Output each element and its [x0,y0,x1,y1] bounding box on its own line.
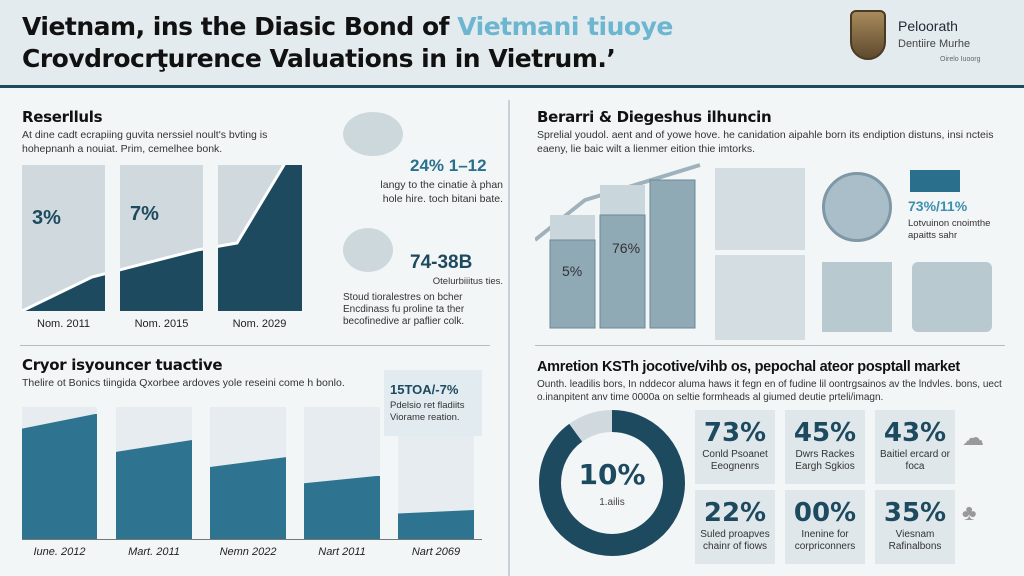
x-label: Mart. 2011 [128,546,180,558]
stat-tile: 22%Suled proapves chainr of fiows [695,490,775,564]
donut-chart [539,410,685,556]
stat-caption: Otelurbiiitus ties. [432,276,503,287]
building-bars [535,163,701,329]
bar-value: 76% [612,240,641,256]
divider-left [20,345,490,346]
section-desc: Ounth. leadilis bors, In nddecor aluma h… [537,379,1002,403]
people-icon [343,112,403,156]
stat-value: 74-38B [410,252,473,273]
section-title: Reserlluls [22,108,103,126]
x-label: Nom. 2015 [134,318,189,330]
stat-tile: 00%Inenine for corpriconners [785,490,865,564]
stat-text: Lotvuinon cnoimthe apaitts sahr [908,218,991,241]
callout-text: Pdelsio ret fladiits Viorame reation. [390,400,465,423]
house-illustration [912,262,992,332]
title-line-2: Crovdrocrţurence Valuations in in Vietru… [22,44,616,73]
x-label: Nart 2011 [318,546,366,558]
stat-value: 24% 1–12 [410,156,487,175]
x-label: Nom. 2011 [37,318,90,330]
stat-text: langy to the cinatie à phan hole hire. t… [380,179,503,205]
callout-box: 15TOA/-7% Pdelsio ret fladiits Viorame r… [384,370,482,436]
gauge-icon [822,172,892,242]
section-desc: Sprelial youdol. aent and of yowe hove. … [537,129,994,155]
growth-chart: 3% 7% [22,165,302,311]
tree-icon: ♣ [962,500,977,525]
growth-area [22,165,302,311]
tile-value: 00% [793,498,857,528]
tile-value: 35% [883,498,947,528]
crest-logo-icon [850,10,886,60]
bar-chart [22,404,482,540]
section-title: Berarri & Diegeshus ilhuncin [537,108,772,126]
divider-right [535,345,1005,346]
illustration-panel [715,255,805,340]
section-desc: At dine cadt ecrapiing guvita nerssiel n… [22,129,268,155]
tile-value: 22% [703,498,767,528]
callout-value: 15TOA/-7% [390,382,459,397]
value-label: 3% [32,207,61,229]
document-icon [343,228,393,272]
stat-tile: 45%Dwrs Rackes Eargh Sgkios [785,410,865,484]
brand-tag: Oirelo Iuoorg [940,56,981,63]
bar [398,509,474,539]
section-desc: Thelire ot Bonics tiingida Qxorbee ardov… [22,377,345,389]
bar [304,475,380,539]
tile-text: Inenine for corpriconners [794,529,856,552]
donut-sub: 1.ailis [599,497,625,508]
stat-tile: 73%Conld Psoanet Eeognenrs [695,410,775,484]
header: Vietnam, ins the Diasic Bond of Vietmani… [0,0,1024,88]
tile-text: Viesnam Rafinalbons [888,529,942,552]
tile-value: 73% [703,418,767,448]
x-label: Iune. 2012 [33,546,86,558]
tile-text: Baitiel ercard or foca [879,449,951,472]
tile-text: Suled proapves chainr of fiows [700,529,770,552]
divider-vertical [508,100,510,576]
title-line-1: Vietnam, ins the Diasic Bond of [22,12,458,41]
illustration-panel [715,168,805,250]
stat-value: 73%/11% [908,198,968,214]
tile-text: Conld Psoanet Eeognenrs [702,449,768,472]
stat-text: Stoud tioralestres on bcher Encdinass fu… [343,292,465,327]
cloud-icon: ☁ [962,425,984,450]
title-accent: Vietmani tiuoye [457,12,673,41]
x-label: Nemn 2022 [219,546,277,558]
bar [116,440,192,539]
x-label: Nom. 2029 [232,318,287,330]
donut-value: 10% [578,458,646,491]
brand-sub: Dentiire Murhe [898,38,971,50]
value-label: 7% [130,203,159,225]
section-title: Amretion KSTh jocotive/vihb os, pepochal… [537,359,960,375]
brand-name: Peloorath [898,18,958,34]
x-label: Nart 2069 [411,546,461,558]
bar [22,413,97,539]
stat-tile: 43%Baitiel ercard or foca [875,410,955,484]
tile-value: 43% [883,418,947,448]
tile-text: Dwrs Rackes Eargh Sgkios [795,449,855,472]
donut-arc [539,410,685,556]
bar [210,457,286,539]
page-title: Vietnam, ins the Diasic Bond of Vietmani… [22,12,673,41]
bar-value: 5% [562,263,583,279]
section-title: Cryor isyouncer tuactive [22,356,223,374]
stat-tile: 35%Viesnam Rafinalbons [875,490,955,564]
tile-value: 45% [793,418,857,448]
house-icon [910,170,960,192]
house-illustration [822,262,892,332]
